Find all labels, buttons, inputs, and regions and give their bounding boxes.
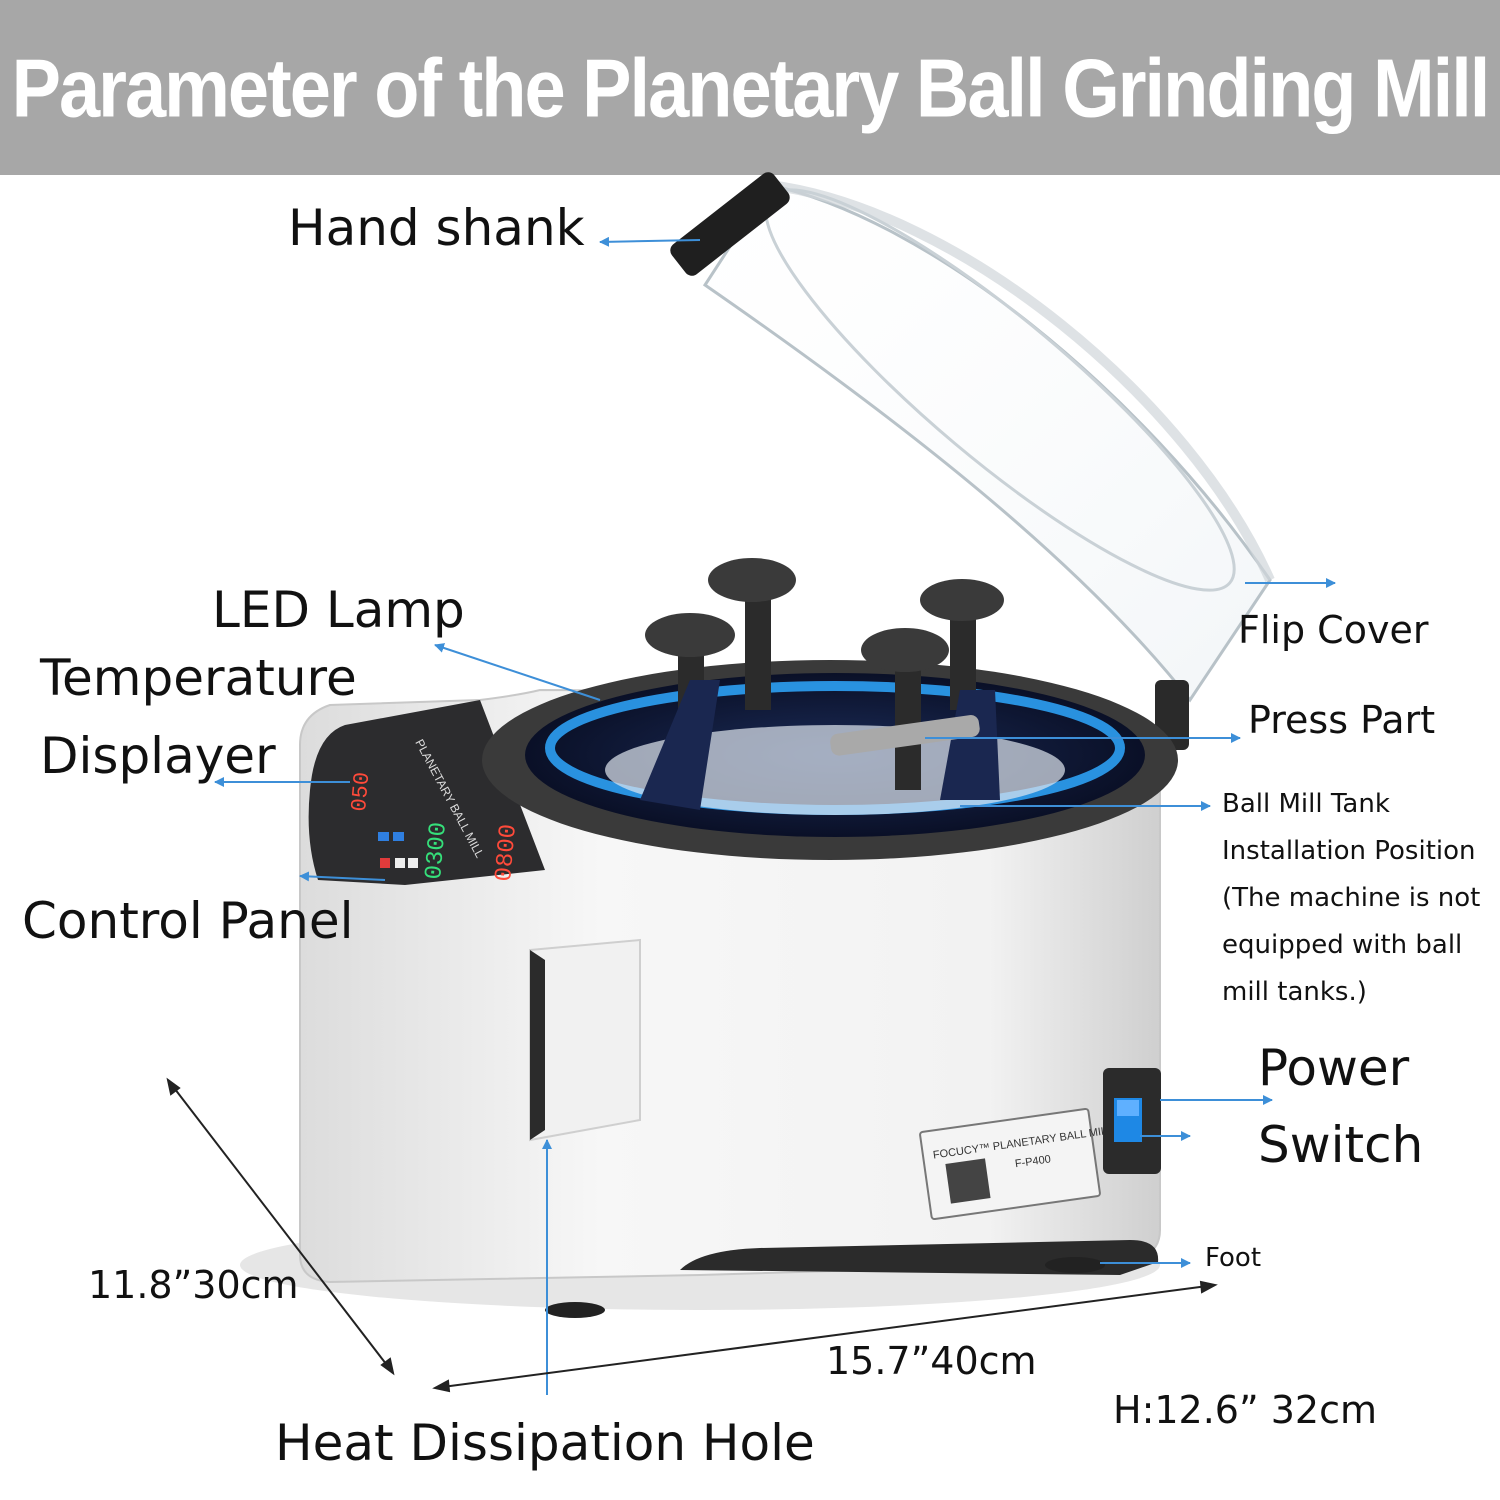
heat-dissipation-hole-label: Heat Dissipation Hole [275,1414,815,1472]
grinding-bowl [482,660,1178,860]
tank-position-line: equipped with ball [1222,930,1463,960]
temperature-displayer-label-line2: Displayer [40,727,276,785]
page-title: Parameter of the Planetary Ball Grinding… [11,41,1491,135]
foot-label: Foot [1205,1243,1262,1273]
tank-stations [640,558,1004,810]
time-readout: 0800 [491,823,523,883]
arrow-control-panel [299,871,386,882]
arrow-led-lamp [434,643,601,701]
led-lamp-label: LED Lamp [212,581,465,639]
temperature-readout: 050 [347,771,375,813]
dimension-lines [166,1077,1218,1393]
nameplate: FOCUCY™ PLANETARY BALL MILL F-P400 [919,1107,1114,1221]
power-switch-label-line1: Power [1258,1039,1410,1097]
panel-button-white[interactable] [395,858,405,868]
power-switch-label-line2: Switch [1258,1116,1424,1174]
height-dimension-label: H:12.6” 32cm [1113,1388,1378,1432]
depth-dimension-label: 11.8”30cm [88,1263,299,1307]
heat-dissipation-hole-graphic [529,938,641,1142]
depth-dimension-line [167,1079,394,1374]
hand-shank [670,172,790,276]
tank-position-line: Ball Mill Tank [1222,789,1390,819]
press-knob[interactable] [708,558,796,710]
title-banner: Parameter of the Planetary Ball Grinding… [0,0,1500,175]
power-switch-graphic[interactable] [1103,1068,1161,1174]
qr-code-icon [945,1158,991,1204]
flip-cover [702,180,1275,703]
panel-button-red[interactable] [380,858,390,868]
width-dimension-line [434,1284,1216,1389]
tank-position-label: Ball Mill Tank Installation Position (Th… [1222,781,1480,1016]
press-part-bar [830,715,980,756]
callout-arrows [214,236,1336,1395]
width-dimension-label: 15.7”40cm [826,1339,1037,1383]
hand-shank-label: Hand shank [288,199,585,257]
arrow-hand-shank [599,236,701,247]
panel-button-white-2[interactable] [408,858,418,868]
nameplate-model: F-P400 [1014,1153,1051,1170]
panel-button-blue[interactable] [378,832,389,841]
press-part-label: Press Part [1248,698,1436,742]
control-panel-label: Control Panel [22,892,354,950]
temperature-displayer-label-line1: Temperature [40,649,357,707]
flip-cover-label: Flip Cover [1238,608,1429,652]
tank-position-line: mill tanks.) [1222,977,1367,1007]
tank-position-line: (The machine is not [1222,883,1481,913]
speed-readout: 0300 [421,821,453,881]
panel-button-blue-2[interactable] [393,832,404,841]
tank-position-line: Installation Position [1222,836,1476,866]
